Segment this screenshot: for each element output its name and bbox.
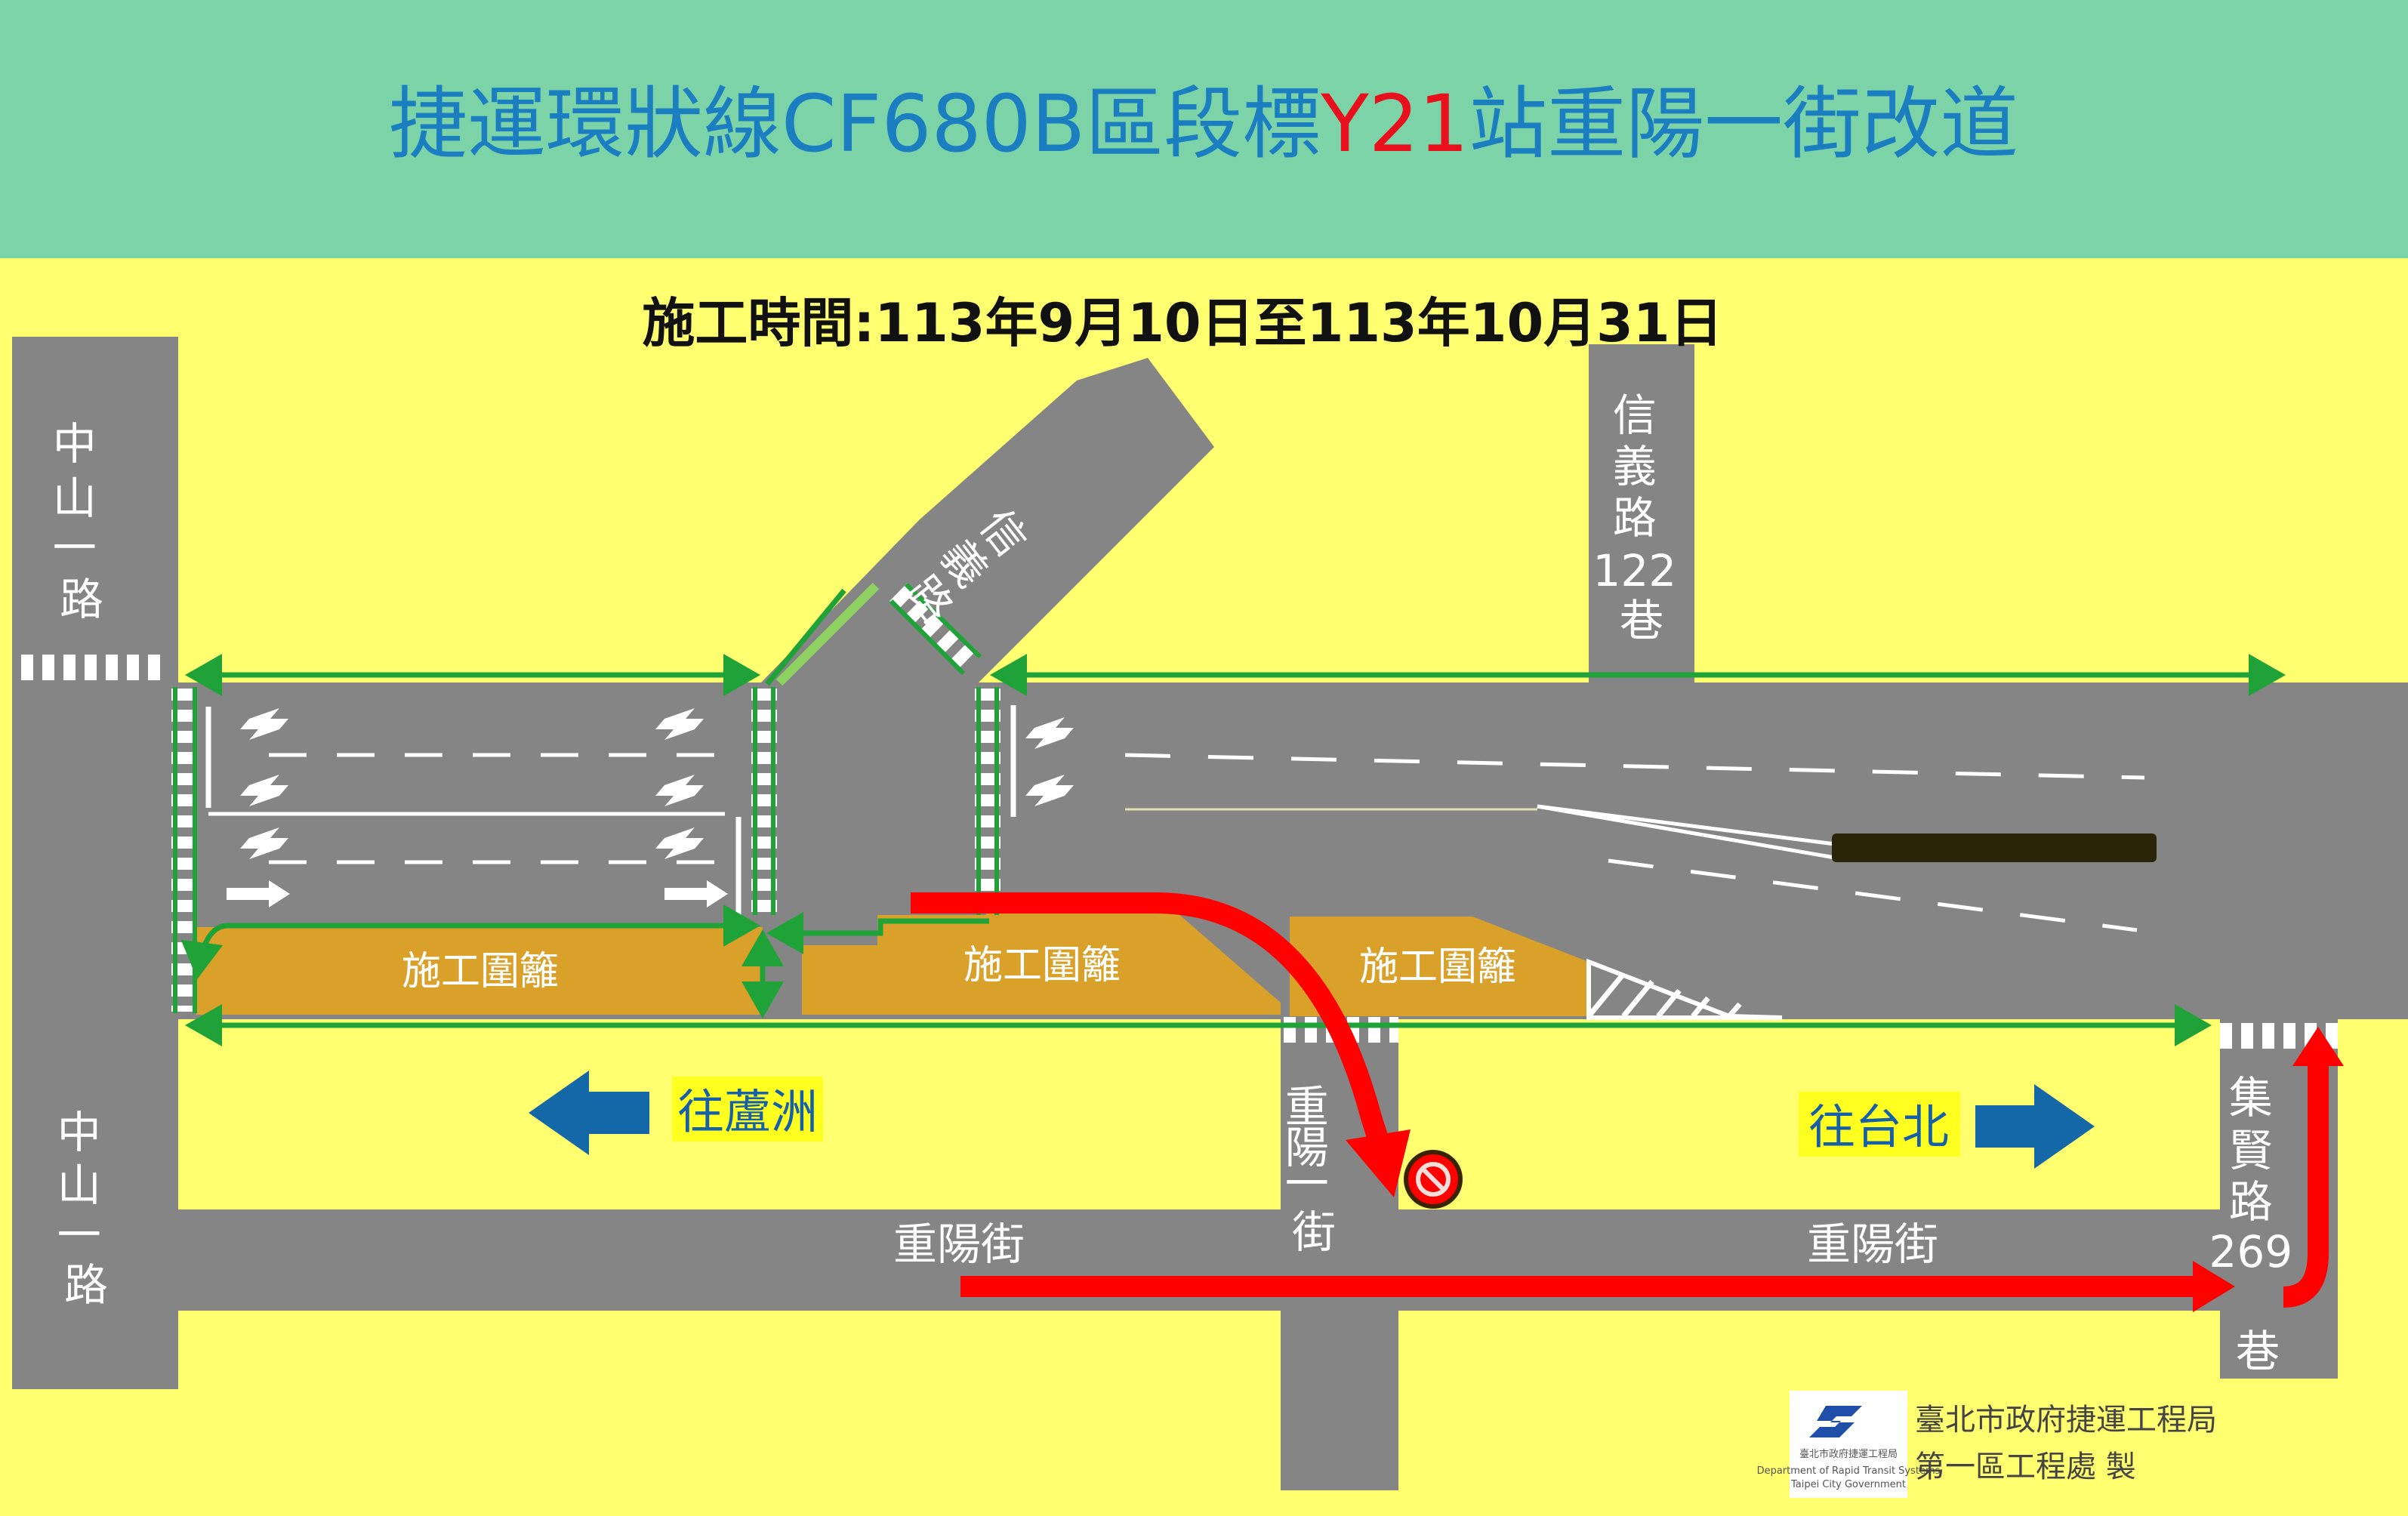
road-zhongshan-1st (12, 337, 178, 1389)
lane-arrow-icon (664, 880, 728, 907)
credit-line-2: 第一區工程處 製 (1915, 1450, 2136, 1484)
direction-west-label: 往蘆洲 (677, 1084, 818, 1139)
direction-east-label-bg (1799, 1092, 1960, 1157)
title-part-2: CF680B (782, 78, 1085, 170)
lane-arrow-icon (240, 775, 288, 806)
lane-arrow-icon (240, 827, 288, 859)
lane-arrow-icon (655, 827, 704, 859)
detour-route (911, 892, 2329, 1308)
agency-logo: 臺北市政府捷運工程局 Department of Rapid Transit S… (1757, 1391, 1941, 1498)
credit-line-1: 臺北市政府捷運工程局 (1915, 1403, 2217, 1437)
road-label-zhongshan-bottom: 中 山 一 路 (57, 1107, 115, 1311)
lane-arrow-icon (655, 775, 704, 806)
fence-label-2: 施工圍籬 (964, 943, 1121, 988)
direction-west-label-bg (672, 1077, 823, 1142)
road-label-jixian-lane-269: 集 賢 路 269 巷 (2209, 1072, 2306, 1377)
road-label-chongyang-right: 重陽街 (1807, 1219, 1938, 1270)
lane-arrow-icon (1025, 775, 1074, 806)
svg-text:Taipei City Government: Taipei City Government (1790, 1479, 1906, 1490)
lane-arrows (227, 708, 1074, 907)
direction-arrow-right-icon (1975, 1084, 2095, 1169)
svg-text:Department of Rapid Transit Sy: Department of Rapid Transit Systems (1757, 1465, 1941, 1477)
road-chongyang-1st (1281, 1019, 1398, 1490)
lane-arrow-icon (240, 708, 288, 740)
road-zhongshan-1st-top (12, 337, 178, 488)
svg-text:臺北市政府捷運工程局: 臺北市政府捷運工程局 (1799, 1448, 1898, 1460)
road-label-xinyi-diagonal: 信 義 路 (891, 500, 1046, 638)
no-entry-icon (1404, 1150, 1463, 1209)
section-boundaries (180, 588, 2286, 1046)
detour-arrowheads (1346, 1027, 2344, 1312)
crosswalk-edges (173, 582, 999, 1013)
road-xinyi-lane-122 (1589, 344, 1694, 683)
median-bar (1832, 833, 2157, 862)
title-part-1: 捷運環狀線 (389, 78, 782, 170)
road-label-xinyi-lane-122: 信 義 路 122 巷 (1592, 390, 1690, 646)
lane-arrow-icon (1025, 717, 1074, 749)
title-part-4: Y21 (1320, 78, 1469, 170)
road-label-chongyang-1st: 重 陽 一 街 (1285, 1081, 1343, 1258)
fence-zone-2 (802, 901, 1281, 1015)
road-label-zhongshan-top: 中 山 一 路 (53, 418, 110, 625)
page-title: 捷運環狀線CF680B區段標Y21站重陽一街改道 (389, 78, 2018, 170)
road-xinyi-diagonal (761, 358, 1214, 683)
lane-arrow-icon (655, 708, 704, 740)
construction-period: 施工時間:113年9月10日至113年10月31日 (642, 292, 1722, 354)
direction-east-label: 往台北 (1808, 1099, 1949, 1154)
header-band (0, 0, 2408, 258)
diagonal-edge-highlight (775, 582, 880, 686)
lane-arrow-icon (227, 880, 290, 907)
fence-label-3: 施工圍籬 (1359, 944, 1516, 990)
title-part-5: 站重陽一街改道 (1469, 78, 2018, 170)
metro-logo-icon (1809, 1406, 1862, 1437)
fence-label-1: 施工圍籬 (402, 949, 559, 994)
fence-zone-3 (1290, 917, 1589, 1016)
lane-markings (205, 705, 2145, 932)
detour-arrow-icon (911, 892, 1392, 1154)
road-label-chongyang-left: 重陽街 (893, 1219, 1025, 1270)
title-part-3: 區段標 (1085, 78, 1321, 170)
direction-arrow-left-icon (529, 1071, 649, 1155)
